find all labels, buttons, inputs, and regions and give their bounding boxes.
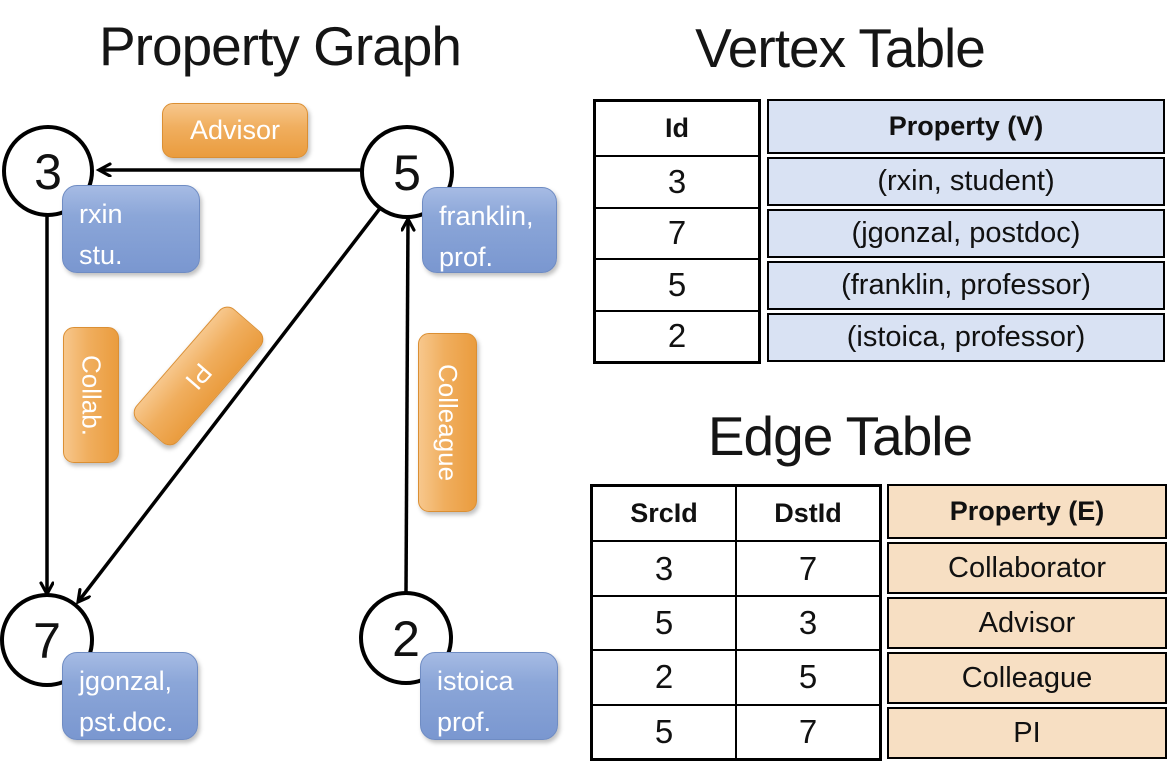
vertex-id-3: 3 <box>34 144 62 200</box>
vertex-table-property-cell: (istoica, professor) <box>767 313 1165 362</box>
vertex-id-7: 7 <box>33 613 61 669</box>
edge-label-collab: Collab. <box>63 327 119 463</box>
vertex-property-line: istoica <box>437 666 514 696</box>
vertex-property-line: prof. <box>437 706 492 737</box>
vertex-property-box-2: istoica prof. <box>420 652 558 740</box>
edge-table-dst-cell: 7 <box>735 542 879 595</box>
vertex-property-line: jgonzal, <box>79 666 173 696</box>
vertex-table-property-column: Property (V) (rxin, student) (jgonzal, p… <box>767 99 1165 364</box>
edge-table-dst-cell: 5 <box>735 651 879 704</box>
edge-table-src-cell: 2 <box>654 658 674 696</box>
edge-table-src-cell: 5 <box>654 712 674 750</box>
vertex-property-line: rxin <box>79 199 123 229</box>
vertex-table-header-property: Property (V) <box>767 99 1165 154</box>
vertex-table-id-cell: 2 <box>667 317 687 355</box>
edge-table-src-cell: 3 <box>654 549 674 587</box>
edge-label-advisor: Advisor <box>162 103 308 158</box>
vertex-property-line: prof. <box>439 241 494 272</box>
vertex-property-line: stu. <box>79 239 123 270</box>
vertex-table-property-cell: (jgonzal, postdoc) <box>767 209 1165 258</box>
edge-label-colleague: Colleague <box>418 333 477 512</box>
vertex-property-box-3: rxin stu. <box>62 185 200 273</box>
edge-table-property-column: Property (E) Collaborator Advisor Collea… <box>887 484 1167 761</box>
vertex-table-property-cell: (franklin, professor) <box>767 261 1165 310</box>
edge-table-header-property: Property (E) <box>887 484 1167 539</box>
edge-table-src-cell: 5 <box>654 603 674 641</box>
vertex-table: Id 3 7 5 2 Property (V) (rxin, student) … <box>593 99 1165 364</box>
vertex-id-2: 2 <box>392 611 420 667</box>
vertex-property-line: franklin, <box>439 201 534 231</box>
vertex-table-id-cell: 7 <box>667 214 687 252</box>
edge-table-property-cell: Advisor <box>887 597 1167 649</box>
edge-table-title: Edge Table <box>707 405 973 467</box>
edge-pi-5-7 <box>78 205 383 602</box>
edge-table-property-cell: Collaborator <box>887 542 1167 594</box>
edge-table-header-srcid: SrcId <box>630 498 698 529</box>
property-graph-title: Property Graph <box>98 15 462 77</box>
vertex-table-id-cell: 3 <box>667 163 687 200</box>
edge-colleague-2-5 <box>406 219 408 593</box>
vertex-property-line: pst.doc. <box>79 706 174 737</box>
edge-table-dst-cell: 7 <box>735 705 879 758</box>
vertex-table-id-column: Id 3 7 5 2 <box>593 99 761 364</box>
edge-table-id-columns: SrcId DstId 3 7 5 3 2 5 5 7 <box>590 484 882 761</box>
edge-table-property-cell: Colleague <box>887 652 1167 704</box>
vertex-table-title: Vertex Table <box>695 17 986 79</box>
edge-table-property-cell: PI <box>887 707 1167 759</box>
vertex-table-id-cell: 5 <box>667 265 687 303</box>
edge-table-header-dstid: DstId <box>735 487 879 541</box>
edge-table: SrcId DstId 3 7 5 3 2 5 5 7 Property (E)… <box>590 484 1167 761</box>
vertex-property-box-7: jgonzal, pst.doc. <box>62 652 198 740</box>
edge-table-dst-cell: 3 <box>735 596 879 650</box>
vertex-id-5: 5 <box>393 145 421 201</box>
vertex-property-box-5: franklin, prof. <box>422 187 557 273</box>
vertex-table-header-id: Id <box>665 113 689 144</box>
vertex-table-property-cell: (rxin, student) <box>767 157 1165 206</box>
